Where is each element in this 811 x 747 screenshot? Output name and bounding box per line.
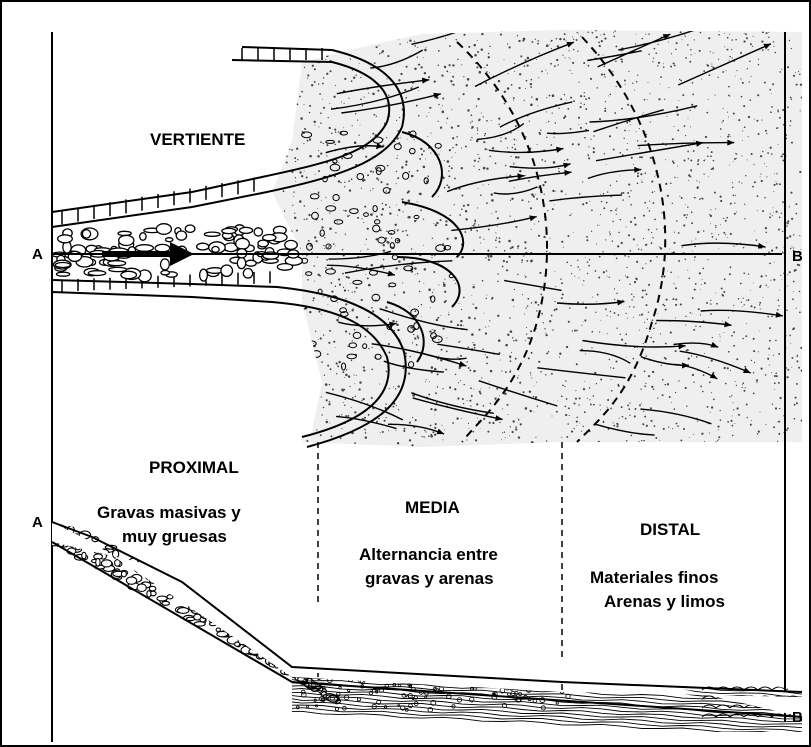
label-media-desc-2: gravas y arenas <box>365 568 494 590</box>
label-proximal-desc-2: muy gruesas <box>122 526 227 548</box>
label-media-desc-1: Alternancia entre <box>359 544 498 566</box>
marker-a-profile: A <box>32 512 43 534</box>
marker-b-profile: B <box>792 707 803 729</box>
label-distal-desc-1: Materiales finos <box>590 567 719 589</box>
label-distal: DISTAL <box>640 519 700 541</box>
label-distal-desc-2: Arenas y limos <box>604 591 725 613</box>
marker-a-plan: A <box>32 244 43 266</box>
fan-body <box>272 11 803 447</box>
marker-b-plan: B <box>792 246 803 268</box>
label-vertiente: VERTIENTE <box>150 129 245 151</box>
label-proximal: PROXIMAL <box>149 457 239 479</box>
label-media: MEDIA <box>405 497 460 519</box>
label-proximal-desc-1: Gravas masivas y <box>97 502 241 524</box>
